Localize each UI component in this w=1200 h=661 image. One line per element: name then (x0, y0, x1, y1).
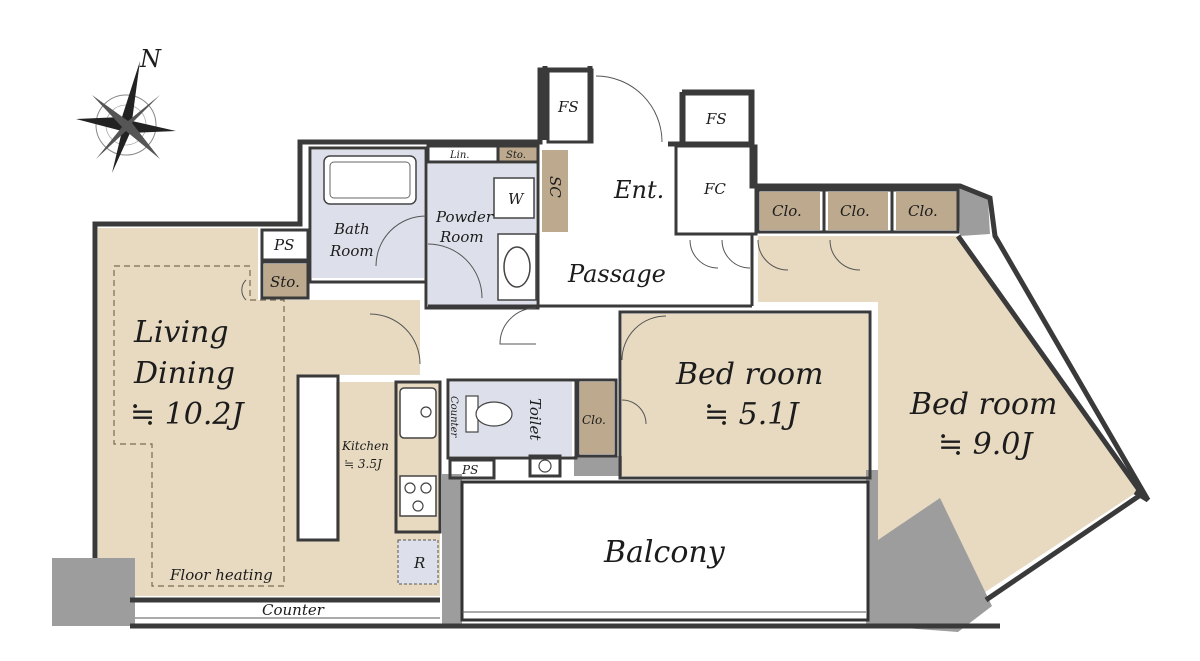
fs2-label: FS (705, 110, 727, 128)
bedroom-large-label: Bed room (909, 387, 1057, 422)
washer (493, 177, 535, 219)
entrance-label: Ent. (613, 176, 664, 204)
floor-heating-outline (113, 265, 285, 587)
clo3-storage (896, 192, 958, 230)
burner-3 (412, 500, 424, 512)
balcony-area (460, 480, 870, 622)
compass-rose: N (76, 45, 176, 173)
living-area: ≒ 10.2J (130, 397, 245, 432)
w-label: W (508, 190, 525, 208)
labels: Living Dining ≒ 10.2J Kitchen ≒ 3.5J Bed… (130, 98, 1057, 619)
counter-vertical-label: Counter (448, 396, 459, 438)
column-top-right (958, 188, 990, 236)
kitchen-label: Kitchen (341, 439, 389, 453)
compass-star-minor (92, 95, 160, 159)
powder-basin (503, 246, 531, 288)
fc-label: FC (703, 180, 726, 198)
bedroom-small-area: ≒ 5.1J (704, 397, 800, 432)
sto-top-storage (498, 146, 538, 162)
floor-heating-label: Floor heating (169, 566, 273, 584)
bedroom-small-label: Bed room (675, 357, 823, 392)
living-dining-floor (98, 228, 440, 596)
kitchen-area: ≒ 3.5J (344, 457, 383, 471)
clo3-label: Clo. (908, 202, 938, 220)
bathtub-inner (329, 161, 411, 199)
bedroom-large-area: ≒ 9.0J (938, 427, 1034, 462)
sto-top-label: Sto. (506, 150, 526, 161)
lin-label: Lin. (449, 150, 469, 161)
fridge-spot (397, 539, 439, 585)
toilet-bowl (475, 401, 513, 427)
toilet-label: Toilet (526, 398, 544, 441)
windows (135, 611, 866, 619)
columns (52, 188, 992, 632)
living-label-2: Dining (133, 356, 235, 391)
sto-left-label: Sto. (270, 273, 300, 291)
r-label: R (413, 554, 425, 572)
bath-label-1: Bath (333, 220, 370, 238)
bathtub (323, 155, 417, 205)
fs1-label: FS (557, 98, 579, 116)
ps-top-label: PS (273, 236, 294, 254)
column-mid (442, 474, 462, 626)
toilet-basin (538, 459, 552, 473)
clo2-label: Clo. (840, 202, 870, 220)
passage-label: Passage (567, 260, 666, 288)
burner-1 (404, 482, 416, 494)
balcony-label: Balcony (603, 535, 726, 570)
sto-left-storage (264, 264, 308, 298)
compass-north: N (139, 45, 162, 73)
clo-toilet-storage (580, 382, 614, 454)
powder-label-1: Powder (435, 208, 494, 226)
compass-ring (95, 94, 157, 156)
living-label-1: Living (133, 315, 229, 350)
door-swings (241, 75, 861, 425)
clo2-storage (828, 192, 888, 230)
clo1-label: Clo. (772, 202, 802, 220)
kitchen-drain (420, 406, 432, 418)
column-toilet (574, 456, 622, 476)
interior-walls (260, 68, 960, 542)
column-corner-right (878, 498, 992, 632)
bath-label-2: Room (329, 242, 374, 260)
clo-toilet-label: Clo. (582, 413, 606, 427)
bedroom-small-floor (622, 314, 868, 476)
clo1-storage (760, 192, 820, 230)
kitchen-sink (399, 387, 437, 439)
stove (399, 475, 437, 517)
counter-bottom-label: Counter (262, 601, 325, 619)
sc-storage (542, 150, 568, 232)
column-left (52, 558, 135, 626)
powder-label-2: Room (439, 228, 484, 246)
sc-label: SC (546, 176, 564, 198)
ps-toilet-label: PS (461, 463, 478, 477)
bedroom-large-floor (758, 236, 1140, 610)
burner-2 (420, 482, 432, 494)
compass-star (76, 61, 176, 173)
